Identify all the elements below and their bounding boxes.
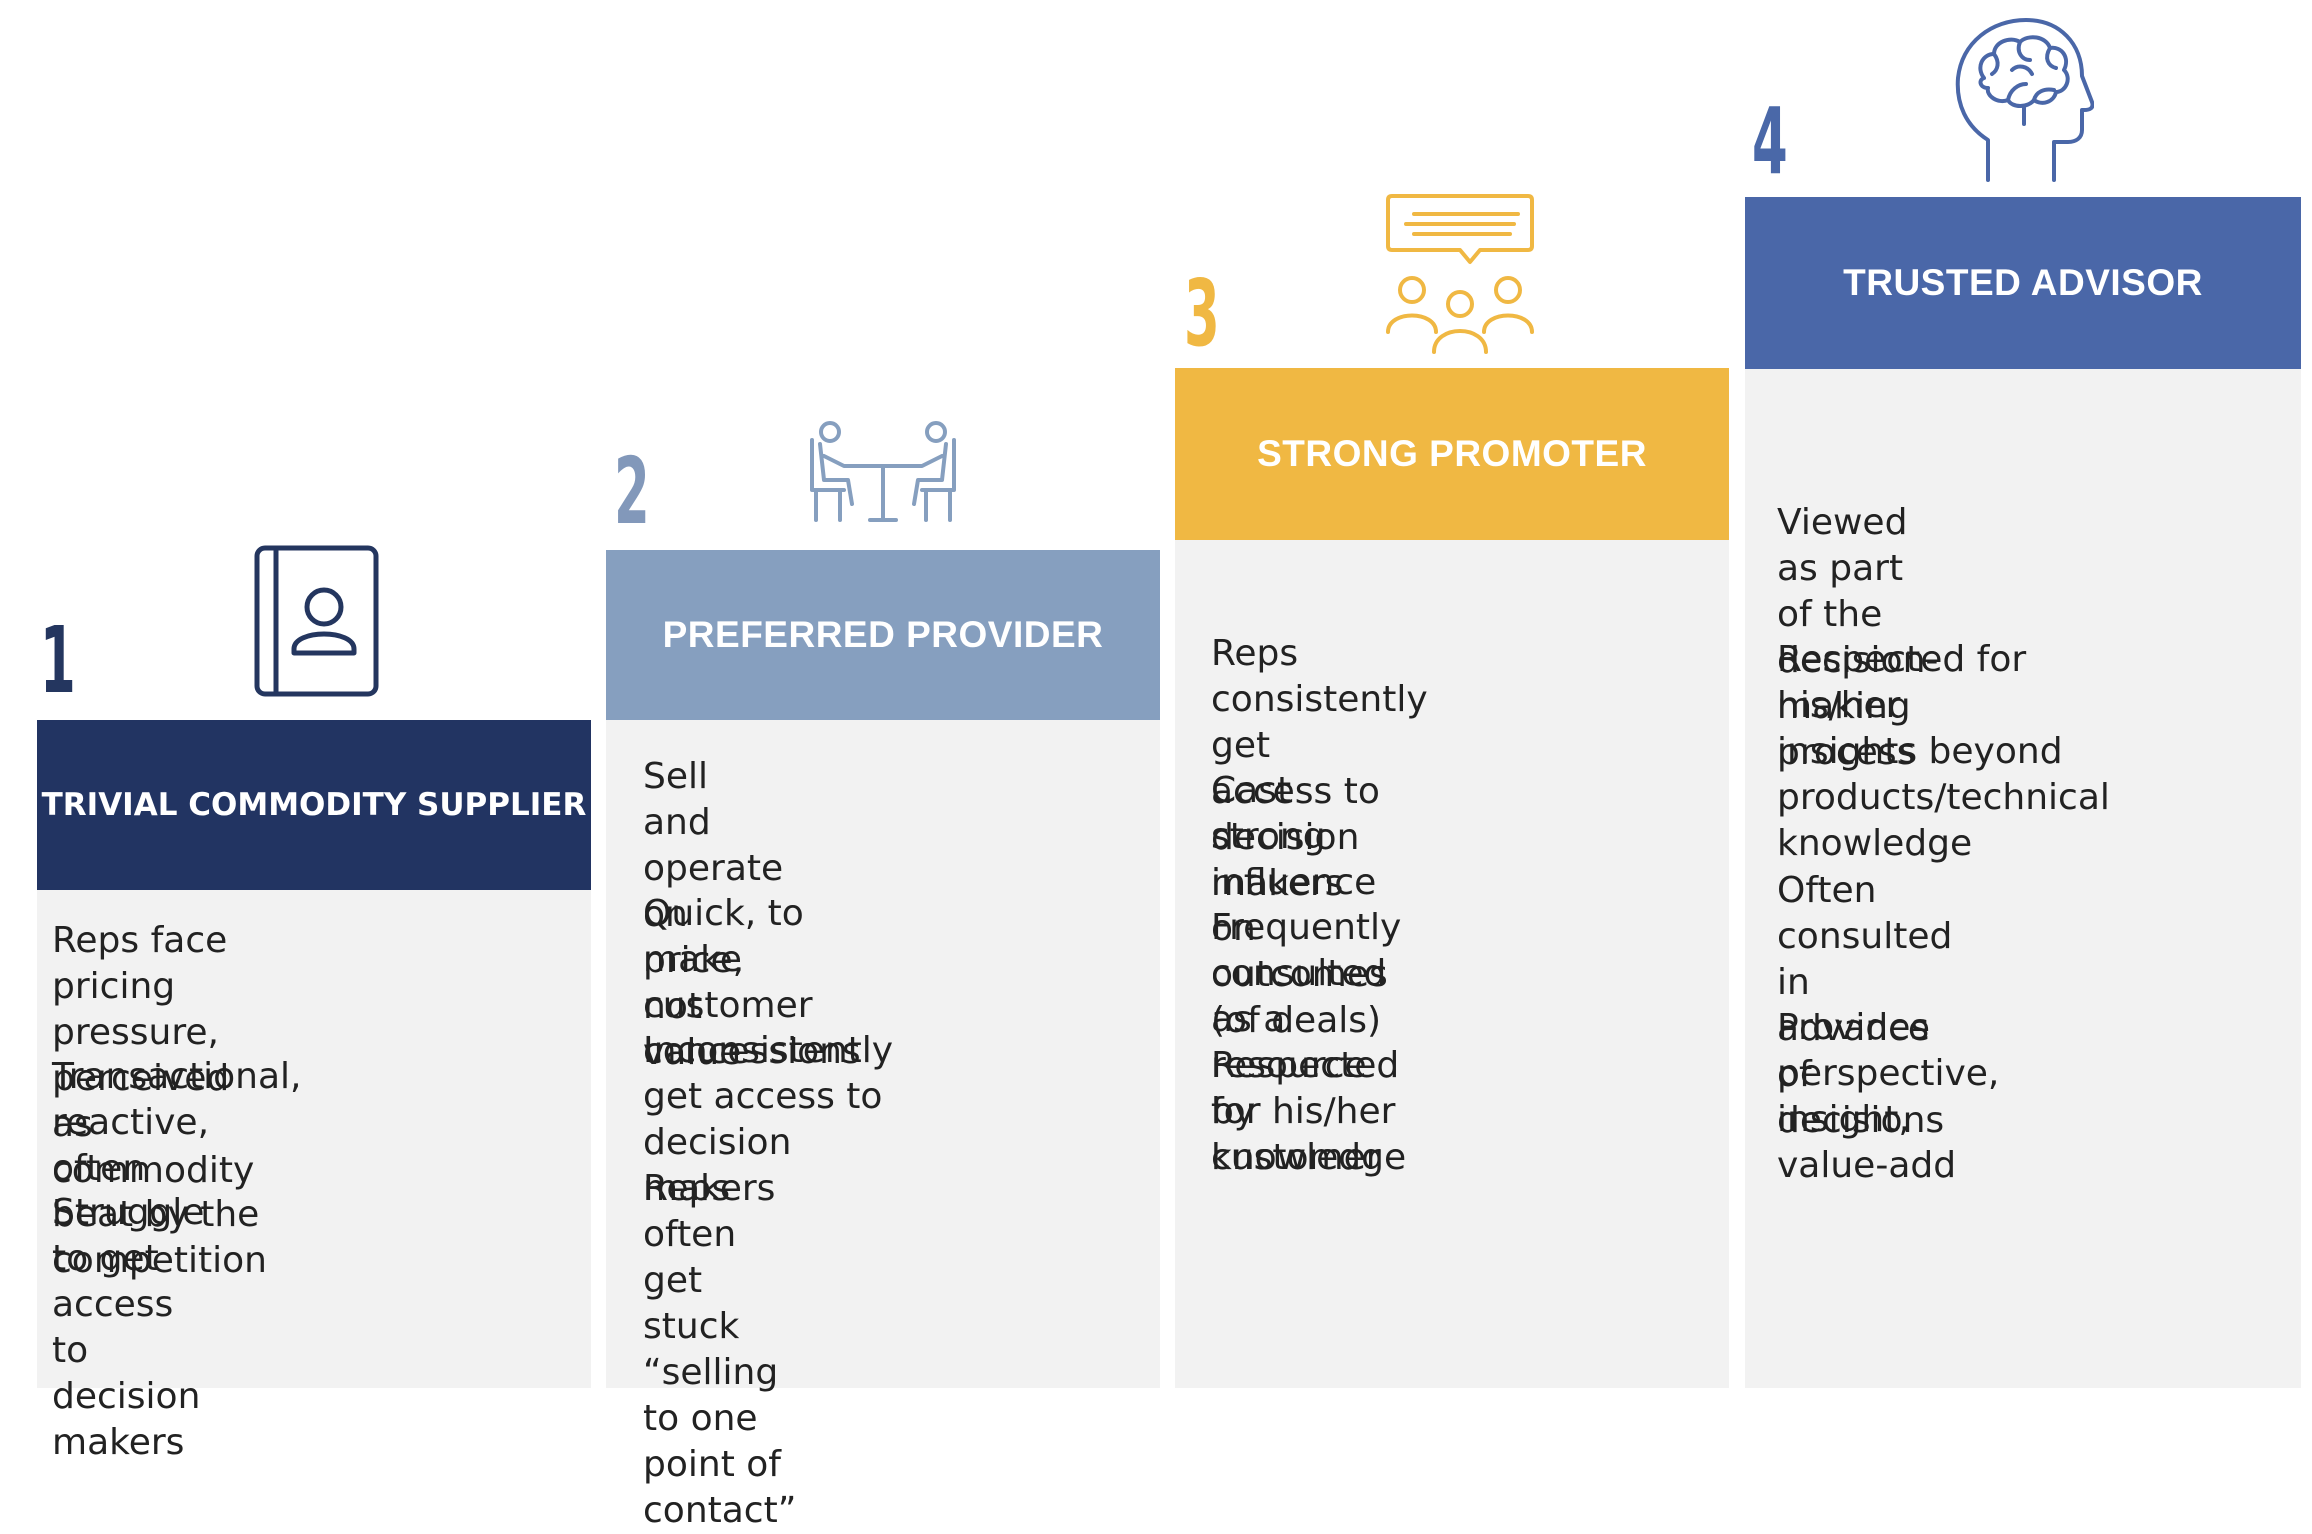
stage-item: Sell and operate on price, not value xyxy=(643,756,784,1073)
contact-book-icon xyxy=(254,545,379,697)
brain-head-icon xyxy=(1955,18,2094,182)
stage-title: TRIVIAL COMMODITY SUPPLIER xyxy=(37,720,591,890)
group-discussion-icon xyxy=(1386,194,1534,354)
stage-number: 2 xyxy=(614,438,650,545)
stage-item: Inconsistently get access to decision ma… xyxy=(643,1030,894,1209)
stage-title: PREFERRED PROVIDER xyxy=(606,550,1160,720)
stage-number: 1 xyxy=(40,607,76,714)
stage-item: Reps face pricing pressure, perceived as… xyxy=(52,920,255,1191)
stage-item: Reps consistently get access to decision… xyxy=(1211,633,1428,904)
stage-body xyxy=(1175,540,1729,1388)
stage-number: 3 xyxy=(1184,260,1220,367)
stage-item: Respected for his/her insights beyond pr… xyxy=(1777,639,2110,864)
stage-title: STRONG PROMOTER xyxy=(1175,368,1729,540)
meeting-table-icon xyxy=(810,421,956,522)
stage-item: Respected for his/her knowledge xyxy=(1211,1045,1407,1178)
stage-item: Frequently consulted as a resource by cu… xyxy=(1211,907,1402,1178)
stage-body xyxy=(606,720,1160,1388)
stage-item: Quick, to make customer concessions xyxy=(643,893,861,1072)
stage-item: Struggle to get access to decision maker… xyxy=(52,1192,205,1463)
stage-body xyxy=(37,890,591,1388)
stage-item: Reps often get stuck “selling to one poi… xyxy=(643,1168,797,1531)
stage-body xyxy=(1745,369,2301,1388)
stage-title: TRUSTED ADVISOR xyxy=(1745,197,2301,369)
stage-item: Often consulted in advance of decisions xyxy=(1777,870,1953,1141)
stage-item: Transactional, reactive, often beat by t… xyxy=(52,1056,302,1281)
stage-item: Cast strong influence on outcomes (of de… xyxy=(1211,770,1388,1041)
stage-item: Viewed as part of the decision-making pr… xyxy=(1777,502,1939,773)
stage-item: Provides perspective, insight, value-add xyxy=(1777,1007,2000,1186)
stage-number: 4 xyxy=(1752,88,1788,195)
